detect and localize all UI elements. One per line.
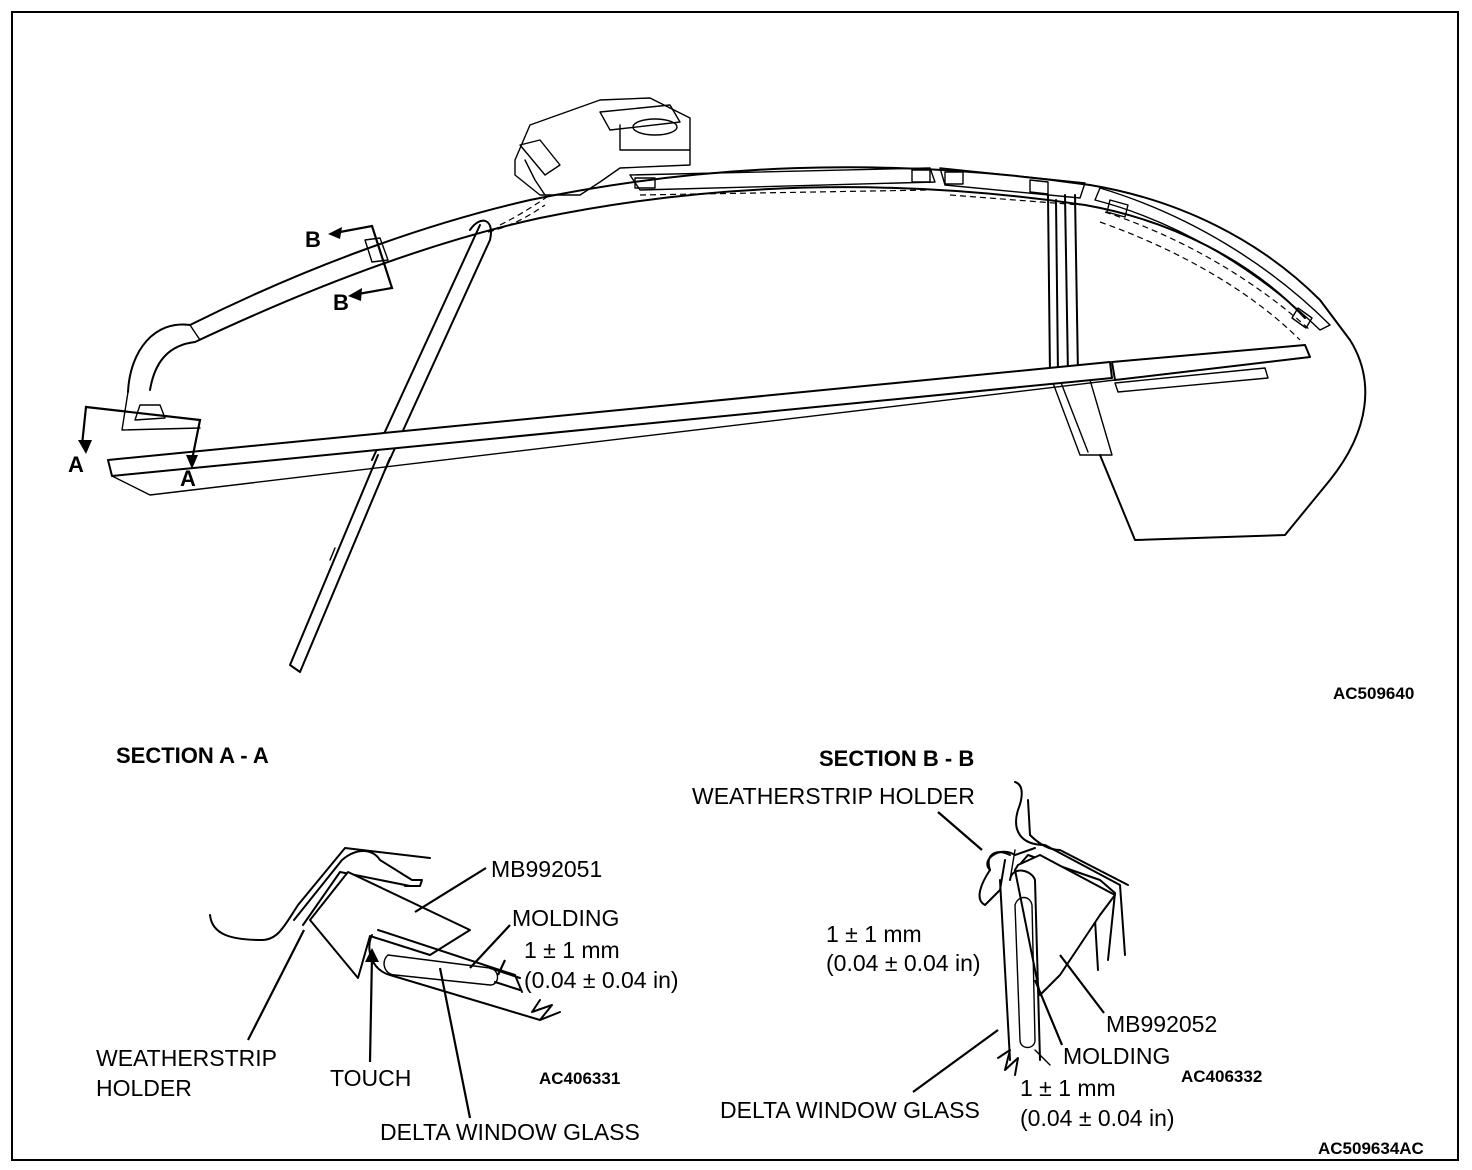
cut-label-a-right: A <box>180 466 196 491</box>
section-a-gap-in: (0.04 ± 0.04 in) <box>524 967 679 993</box>
cut-label-b-top: B <box>305 227 321 252</box>
bottom-figure-id: AC509634AC <box>1318 1139 1424 1158</box>
main-figure-id: AC509640 <box>1333 684 1414 703</box>
section-b-gap-in: (0.04 ± 0.04 in) <box>826 950 981 976</box>
section-b-gap-mm: 1 ± 1 mm <box>826 921 922 947</box>
section-b-gap2-mm: 1 ± 1 mm <box>1020 1075 1116 1101</box>
section-b-glass-label: DELTA WINDOW GLASS <box>720 1097 980 1123</box>
section-b-molding-label: MOLDING <box>1063 1043 1170 1069</box>
section-a-molding-label: MOLDING <box>512 905 619 931</box>
section-a-holder-label-2: HOLDER <box>96 1075 192 1101</box>
section-a-touch-label: TOUCH <box>330 1065 411 1091</box>
section-b-drawing: SECTION B - B WEATHERSTRIP HOLDER 1 ± 1 … <box>692 746 1262 1131</box>
section-b-gap2-in: (0.04 ± 0.04 in) <box>1020 1105 1175 1131</box>
section-a-tool-label: MB992051 <box>491 856 602 882</box>
section-a-id: AC406331 <box>539 1069 620 1088</box>
section-a-gap-mm: 1 ± 1 mm <box>524 937 620 963</box>
section-a-glass-label: DELTA WINDOW GLASS <box>380 1119 640 1145</box>
section-a-holder-label-1: WEATHERSTRIP <box>96 1045 277 1071</box>
cut-label-a-left: A <box>68 452 84 477</box>
section-a-drawing: SECTION A - A MB992051 MOLDING 1 ± 1 mm … <box>96 743 679 1145</box>
diagram-border <box>11 11 1459 1161</box>
section-b-id: AC406332 <box>1181 1067 1262 1086</box>
section-b-title: SECTION B - B <box>819 746 974 771</box>
section-b-holder-label: WEATHERSTRIP HOLDER <box>692 783 975 809</box>
section-b-tool-label: MB992052 <box>1106 1011 1217 1037</box>
cut-label-b-bottom: B <box>333 290 349 315</box>
section-a-title: SECTION A - A <box>116 743 269 768</box>
door-frame-illustration: B B A A <box>68 97 1367 673</box>
